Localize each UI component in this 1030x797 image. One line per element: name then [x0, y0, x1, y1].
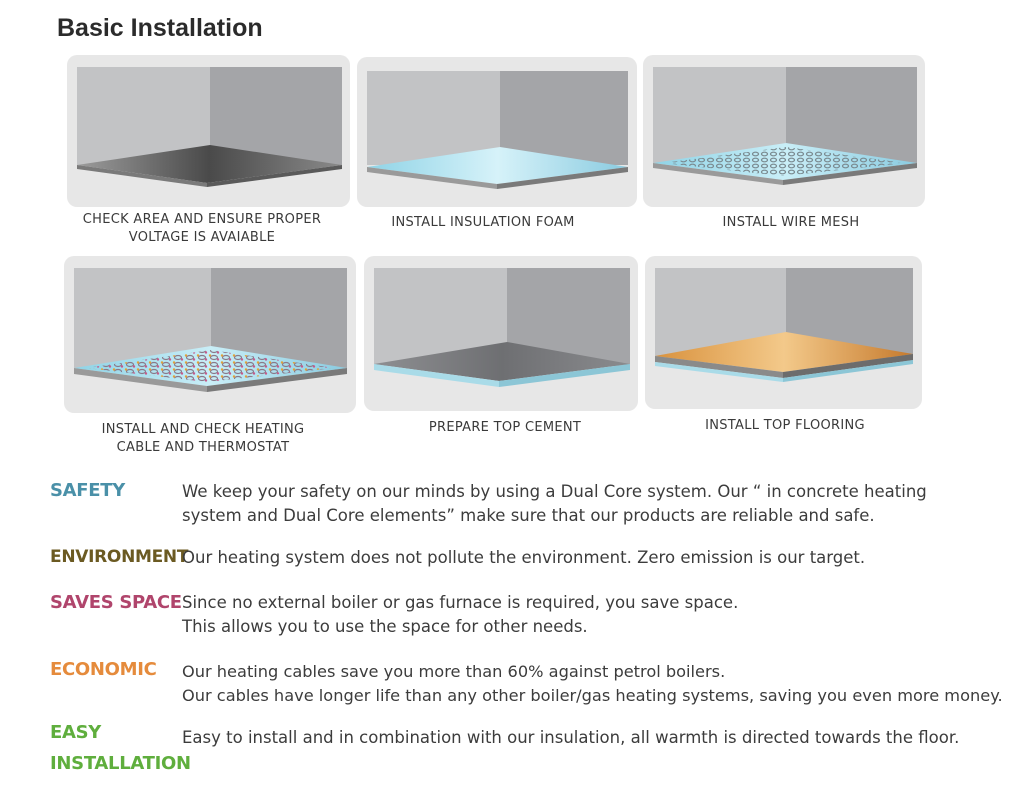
step-caption: INSTALL INSULATION FOAM: [363, 214, 603, 232]
caption-line: PREPARE TOP CEMENT: [428, 420, 582, 435]
caption-line: INSTALL TOP FLOORING: [705, 418, 865, 433]
text-line: Easy to install and in combination with …: [182, 728, 960, 747]
page-title: Basic Installation: [57, 14, 263, 42]
feature-text-environment: Our heating system does not pollute the …: [182, 546, 865, 570]
step-image-check-area: [67, 55, 350, 207]
caption-line: CHECK AREA AND ENSURE PROPER: [82, 212, 322, 227]
room-illustration: [655, 268, 913, 382]
step-caption: INSTALL WIRE MESH: [671, 214, 911, 232]
label-line: INSTALLATION: [50, 753, 191, 774]
text-line: This allows you to use the space for oth…: [182, 617, 588, 636]
room-illustration: [367, 71, 628, 189]
room-illustration: [74, 268, 347, 392]
feature-text-safety: We keep your safety on our minds by usin…: [182, 480, 927, 528]
text-line: Our heating cables save you more than 60…: [182, 662, 726, 681]
feature-text-easy-installation: Easy to install and in combination with …: [182, 726, 959, 750]
step-image-heating-cable: [64, 256, 356, 413]
text-line: Since no external boiler or gas furnace …: [182, 593, 739, 612]
feature-label-safety: SAFETY: [50, 480, 125, 501]
step-caption: INSTALL AND CHECK HEATING CABLE AND THER…: [73, 421, 333, 457]
label-line: ECONOMIC: [50, 659, 157, 680]
feature-label-environment: ENVIRONMENT: [50, 547, 188, 567]
caption-line: INSTALL WIRE MESH: [722, 215, 860, 230]
feature-text-economic: Our heating cables save you more than 60…: [182, 660, 1003, 708]
text-line: system and Dual Core elements” make sure…: [182, 506, 875, 525]
room-illustration: [653, 67, 917, 185]
text-line: Our heating system does not pollute the …: [182, 548, 866, 567]
caption-line: INSTALL INSULATION FOAM: [391, 215, 575, 230]
step-image-top-flooring: [645, 256, 922, 409]
step-caption: PREPARE TOP CEMENT: [385, 419, 625, 437]
feature-text-saves-space: Since no external boiler or gas furnace …: [182, 591, 738, 639]
caption-line: INSTALL AND CHECK HEATING: [101, 422, 305, 437]
step-caption: CHECK AREA AND ENSURE PROPER VOLTAGE IS …: [72, 211, 332, 247]
step-image-wire-mesh: [643, 55, 925, 207]
label-line: SAFETY: [50, 480, 125, 501]
caption-line: VOLTAGE IS AVAIABLE: [128, 230, 276, 245]
label-line: SAVES SPACE: [50, 592, 182, 613]
feature-label-easy-installation: EASY INSTALLATION: [50, 717, 191, 779]
step-image-insulation-foam: [357, 57, 637, 207]
label-line: EASY: [50, 722, 102, 743]
caption-line: CABLE AND THERMOSTAT: [116, 440, 290, 455]
text-line: We keep your safety on our minds by usin…: [182, 482, 927, 501]
step-image-top-cement: [364, 256, 638, 411]
step-caption: INSTALL TOP FLOORING: [665, 417, 905, 435]
room-illustration: [77, 67, 342, 187]
text-line: Our cables have longer life than any oth…: [182, 686, 1003, 705]
feature-label-saves-space: SAVES SPACE: [50, 592, 182, 613]
feature-label-economic: ECONOMIC: [50, 659, 157, 680]
room-illustration: [374, 268, 630, 387]
label-line: ENVIRONMENT: [50, 547, 189, 567]
